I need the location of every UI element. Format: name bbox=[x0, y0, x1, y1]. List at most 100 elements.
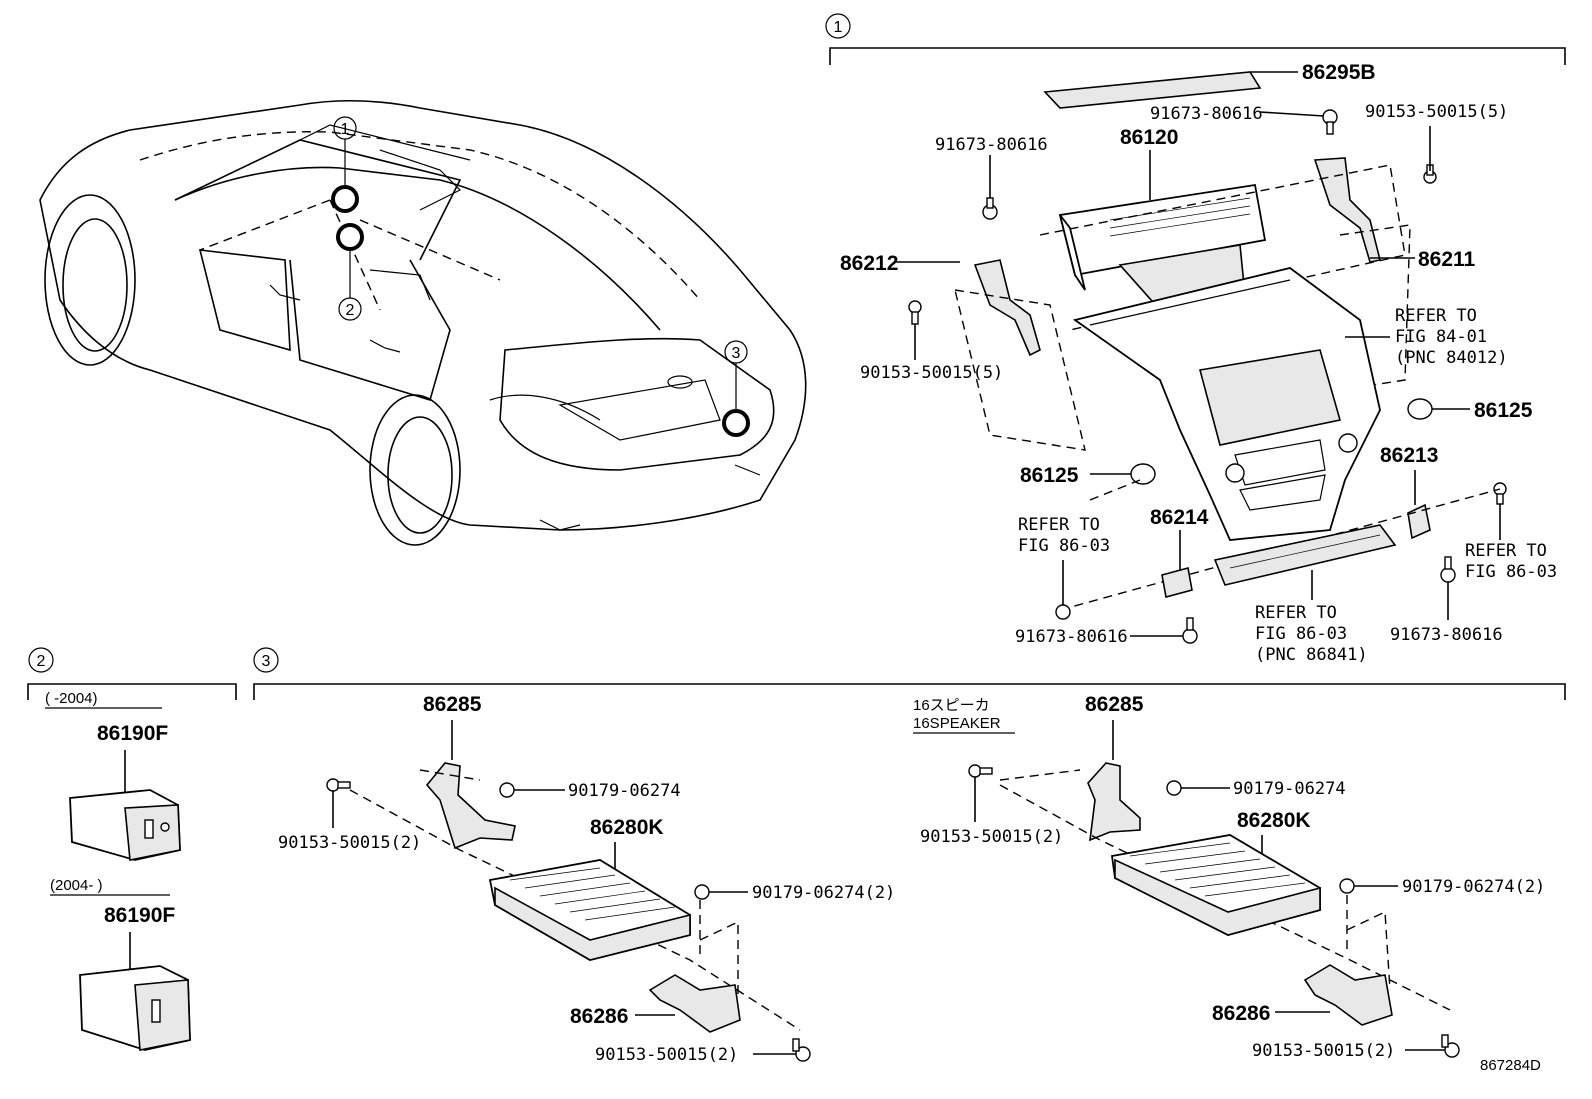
range-from-2004: (2004- ) bbox=[50, 877, 103, 894]
label-86214: 86214 bbox=[1150, 506, 1209, 529]
label-90179-2-left: 90179-06274(2) bbox=[752, 883, 895, 903]
label-86286-right: 86286 bbox=[1212, 1002, 1270, 1025]
bracket-86286-right bbox=[1303, 964, 1393, 1026]
callout-1: 1 bbox=[341, 121, 350, 138]
label-91673-bottom-left: 91673-80616 bbox=[1015, 627, 1128, 647]
section-3-number: 3 bbox=[262, 653, 271, 670]
section-2-number: 2 bbox=[37, 653, 46, 670]
label-86211: 86211 bbox=[1418, 248, 1476, 271]
section-3: 3 86285 90179-06274 90153-50015(2) 86280… bbox=[253, 647, 1566, 1065]
screw-icon bbox=[1322, 109, 1338, 135]
section-2: 2 ( -2004) 86190F (2004- ) 86190F bbox=[27, 647, 237, 1051]
bracket-86212 bbox=[973, 259, 1041, 357]
callout-2: 2 bbox=[346, 302, 355, 319]
bracket-86285-left bbox=[425, 762, 516, 850]
label-90179-right: 90179-06274 bbox=[1233, 779, 1346, 799]
label-90153-left-a: 90153-50015(2) bbox=[278, 833, 421, 853]
screw-icon bbox=[1440, 556, 1456, 583]
figure-id: 867284D bbox=[1480, 1057, 1541, 1074]
label-86285-left: 86285 bbox=[423, 693, 482, 716]
callout-circle-3 bbox=[724, 340, 748, 364]
bolt-icon bbox=[968, 764, 993, 778]
label-86212: 86212 bbox=[840, 252, 898, 275]
refer-8603-left-line1: REFER TO bbox=[1018, 515, 1100, 535]
marker-1 bbox=[331, 185, 359, 213]
bolt-icon bbox=[792, 1038, 811, 1062]
screw-icon bbox=[982, 197, 998, 220]
label-90153-left: 90153-50015(5) bbox=[860, 363, 1003, 383]
clip-86214 bbox=[1161, 567, 1193, 598]
label-86280K-right: 86280K bbox=[1237, 809, 1311, 832]
marker-2 bbox=[336, 223, 364, 251]
bolt-icon bbox=[1493, 482, 1507, 505]
label-86125-right: 86125 bbox=[1474, 399, 1533, 422]
nut-icon bbox=[694, 884, 710, 900]
clip-86213 bbox=[1407, 503, 1431, 540]
bracket-86285-right bbox=[1087, 762, 1141, 842]
screw-icon bbox=[1182, 617, 1198, 644]
callout-3: 3 bbox=[732, 345, 741, 362]
note-16speaker-en: 16SPEAKER bbox=[913, 715, 1001, 732]
amplifier-assembly-left: 86285 90179-06274 90153-50015(2) 86280K bbox=[278, 693, 895, 1065]
bracket-86286-left bbox=[648, 974, 741, 1033]
section-3-marker bbox=[253, 647, 279, 673]
label-86125-left: 86125 bbox=[1020, 464, 1079, 487]
label-86280K-left: 86280K bbox=[590, 816, 664, 839]
bottom-trim-strip bbox=[1213, 524, 1397, 586]
section-2-marker bbox=[28, 647, 54, 673]
nut-icon bbox=[1166, 780, 1182, 796]
callout-circle-2 bbox=[338, 297, 362, 321]
screw-icon bbox=[1055, 604, 1071, 620]
refer-8401-line1: REFER TO bbox=[1395, 306, 1477, 326]
switch-86190F-a bbox=[69, 789, 181, 861]
trim-strip-86295B bbox=[1043, 71, 1262, 109]
bolt-icon bbox=[326, 778, 351, 792]
label-86295B: 86295B bbox=[1302, 61, 1376, 84]
amplifier-assembly-right: 16スピーカ 16SPEAKER 86285 90179-06274 90153… bbox=[913, 693, 1545, 1061]
label-86120: 86120 bbox=[1120, 126, 1178, 149]
range-until-2004: ( -2004) bbox=[45, 690, 98, 707]
nut-icon bbox=[1339, 878, 1355, 894]
refer-8401-line3: (PNC 84012) bbox=[1395, 348, 1508, 368]
label-86285-right: 86285 bbox=[1085, 693, 1144, 716]
nut-icon bbox=[499, 782, 515, 798]
note-16speaker-jp: 16スピーカ bbox=[913, 697, 990, 714]
amplifier-86280K-right bbox=[1110, 834, 1321, 936]
knob-icon bbox=[1407, 398, 1433, 420]
refer-8603-mid-line1: REFER TO bbox=[1255, 603, 1337, 623]
location-markers: 1 2 3 bbox=[331, 116, 750, 437]
label-86286-left: 86286 bbox=[570, 1005, 628, 1028]
label-90153-right-b: 90153-50015(2) bbox=[1252, 1041, 1395, 1061]
label-90153-right-a: 90153-50015(2) bbox=[920, 827, 1063, 847]
refer-8603-right-line1: REFER TO bbox=[1465, 541, 1547, 561]
label-86190F-b: 86190F bbox=[104, 904, 175, 927]
label-86213: 86213 bbox=[1380, 444, 1438, 467]
section-1-marker bbox=[825, 13, 851, 39]
display-panel bbox=[1072, 267, 1381, 541]
section-1-number: 1 bbox=[834, 19, 843, 36]
car-illustration bbox=[39, 99, 807, 546]
refer-8603-right-line2: FIG 86-03 bbox=[1465, 562, 1557, 582]
label-91673-top: 91673-80616 bbox=[1150, 104, 1263, 124]
section-1: 1 86295B 91673-80616 90153-50015(5) bbox=[825, 13, 1566, 665]
label-90179-left: 90179-06274 bbox=[568, 781, 681, 801]
knob-icon bbox=[1130, 463, 1156, 485]
label-90179-2-right: 90179-06274(2) bbox=[1402, 877, 1545, 897]
label-91673-bottom-right: 91673-80616 bbox=[1390, 625, 1503, 645]
label-90153-left-b: 90153-50015(2) bbox=[595, 1045, 738, 1065]
callout-circle-1 bbox=[333, 116, 357, 140]
amplifier-86280K-left bbox=[488, 859, 691, 961]
label-90153-top: 90153-50015(5) bbox=[1365, 102, 1508, 122]
refer-8603-left-line2: FIG 86-03 bbox=[1018, 536, 1110, 556]
marker-3 bbox=[722, 409, 750, 437]
refer-8603-mid-line3: (PNC 86841) bbox=[1255, 645, 1368, 665]
label-86190F-a: 86190F bbox=[97, 722, 168, 745]
label-91673-left: 91673-80616 bbox=[935, 135, 1048, 155]
bracket-86211 bbox=[1313, 157, 1381, 263]
bolt-icon bbox=[908, 300, 922, 325]
refer-8603-mid-line2: FIG 86-03 bbox=[1255, 624, 1347, 644]
refer-8401-line2: FIG 84-01 bbox=[1395, 327, 1487, 347]
bolt-icon bbox=[1441, 1034, 1460, 1058]
switch-86190F-b bbox=[79, 965, 191, 1051]
